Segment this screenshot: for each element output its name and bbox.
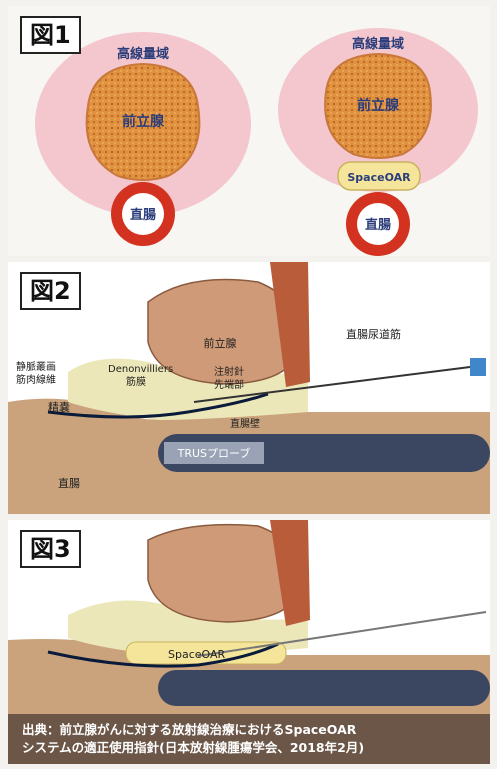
rectum-label: 直腸 [58, 476, 80, 490]
rectum-label-left: 直腸 [130, 207, 156, 223]
needle-tip-label-1: 注射針 [214, 365, 244, 378]
trus-probe-label: TRUSプローブ [177, 446, 251, 460]
needle-tip-label-2: 先端部 [214, 378, 244, 391]
figure-2-label: 図2 [20, 272, 81, 310]
rectum-label-right: 直腸 [365, 217, 391, 233]
prostate-label: 前立腺 [204, 336, 237, 350]
rectourethral-label: 直腸尿道筋 [346, 327, 401, 341]
caption-line-1: 出典：前立腺がんに対する放射線治療におけるSpaceOAR [22, 721, 482, 739]
spaceoar-label-fig3: SpaceOAR [168, 648, 226, 661]
denonvilliers-label-2: 筋膜 [126, 375, 146, 388]
high-dose-label-left: 高線量域 [117, 46, 169, 62]
venous-label-2: 筋肉線維 [16, 373, 56, 386]
prostate-label-right: 前立腺 [357, 97, 400, 114]
figure-1-panel: 高線量域 前立腺 直腸 高線量域 前立腺 SpaceOAR 直腸 図1 [8, 6, 490, 256]
figure-2-panel: 前立腺 直腸尿道筋 静脈叢画 筋肉線維 Denonvilliers 筋膜 注射針… [8, 262, 490, 514]
caption-line-2: システムの適正使用指針(日本放射線腫瘍学会、2018年2月) [22, 739, 482, 757]
spaceoar-label-right: SpaceOAR [347, 171, 411, 184]
figure-3-panel: SpaceOAR 図3 [8, 520, 490, 716]
trus-probe-fig3 [158, 670, 490, 706]
source-caption: 出典：前立腺がんに対する放射線治療におけるSpaceOAR システムの適正使用指… [22, 721, 482, 757]
syringe-hub [470, 358, 486, 376]
figure-3-label: 図3 [20, 530, 81, 568]
high-dose-label-right: 高線量域 [352, 36, 404, 52]
perineum-label: 精嚢 [48, 400, 70, 414]
figure-1-label: 図1 [20, 16, 81, 54]
rectal-wall-label: 直腸壁 [230, 417, 260, 430]
denonvilliers-label-1: Denonvilliers [108, 364, 173, 375]
venous-label-1: 静脈叢画 [16, 360, 56, 373]
prostate-label-left: 前立腺 [122, 113, 165, 130]
